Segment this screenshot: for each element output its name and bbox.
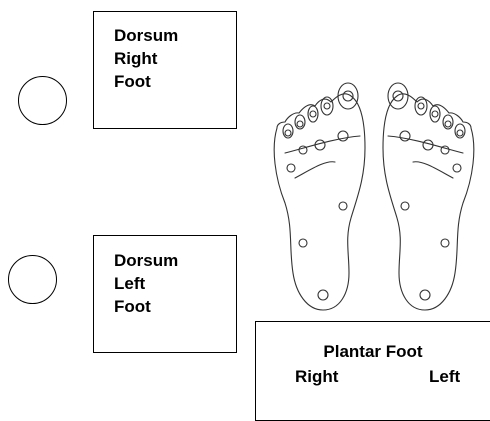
left-foot-outline bbox=[383, 94, 474, 310]
right-foot-site bbox=[338, 131, 348, 141]
left-foot-site bbox=[453, 164, 461, 172]
dorsum-right-label-box: Dorsum Right Foot bbox=[93, 11, 237, 129]
right-foot-toe-1 bbox=[338, 83, 358, 109]
dorsum-left-line-3: Foot bbox=[114, 295, 236, 318]
plantar-left-label: Left bbox=[429, 367, 460, 387]
right-foot-site bbox=[299, 146, 307, 154]
left-foot-site bbox=[401, 202, 409, 210]
left-foot-site bbox=[441, 146, 449, 154]
right-foot-site bbox=[339, 202, 347, 210]
left-foot-arch-line bbox=[413, 162, 453, 178]
left-foot-site bbox=[457, 130, 463, 136]
right-foot-toe-crease bbox=[285, 136, 360, 153]
right-foot-outline bbox=[274, 94, 365, 310]
dorsum-left-radio[interactable] bbox=[8, 255, 57, 304]
right-foot-site bbox=[318, 290, 328, 300]
left-foot-site bbox=[418, 103, 424, 109]
dorsum-right-radio[interactable] bbox=[18, 76, 67, 125]
right-foot-site bbox=[297, 121, 303, 127]
left-foot-toe-1 bbox=[388, 83, 408, 109]
dorsum-right-line-2: Right bbox=[114, 47, 236, 70]
left-foot-site bbox=[445, 121, 451, 127]
left-foot-site bbox=[400, 131, 410, 141]
right-foot-site bbox=[310, 111, 316, 117]
plantar-foot-title: Plantar Foot bbox=[256, 342, 490, 362]
plantar-foot-label-box: Plantar Foot Right Left bbox=[255, 321, 490, 421]
left-foot-toe-crease bbox=[388, 136, 463, 153]
dorsum-right-line-1: Dorsum bbox=[114, 24, 236, 47]
left-foot-site bbox=[393, 91, 403, 101]
left-foot-site bbox=[420, 290, 430, 300]
dorsum-right-line-3: Foot bbox=[114, 70, 236, 93]
dorsum-left-line-2: Left bbox=[114, 272, 236, 295]
plantar-right-label: Right bbox=[295, 367, 338, 387]
dorsum-left-label-box: Dorsum Left Foot bbox=[93, 235, 237, 353]
right-foot-site bbox=[287, 164, 295, 172]
plantar-feet-diagram-icon bbox=[265, 78, 483, 318]
right-foot-arch-line bbox=[295, 162, 335, 178]
right-foot-site bbox=[324, 103, 330, 109]
left-foot-site bbox=[432, 111, 438, 117]
right-foot-site bbox=[285, 130, 291, 136]
right-foot-site bbox=[299, 239, 307, 247]
left-foot-site bbox=[441, 239, 449, 247]
dorsum-left-line-1: Dorsum bbox=[114, 249, 236, 272]
